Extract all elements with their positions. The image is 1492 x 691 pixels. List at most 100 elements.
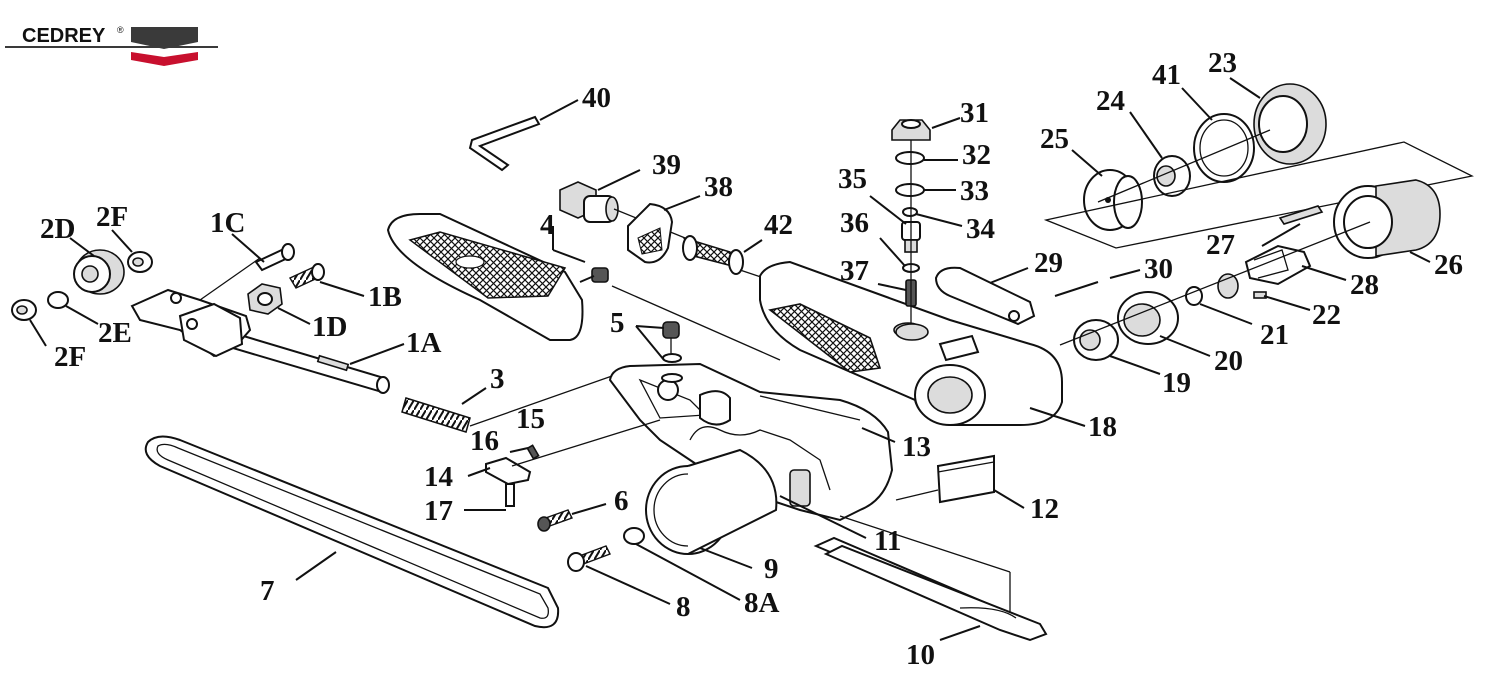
part-27-vane <box>1278 205 1324 225</box>
label-23: 23 <box>1208 47 1237 79</box>
label-5: 5 <box>610 307 625 339</box>
part-12-pad <box>936 454 995 504</box>
label-1D: 1D <box>312 311 347 343</box>
brand-chevron-red <box>131 52 198 66</box>
label-30: 30 <box>1144 253 1173 285</box>
part-8A-washer <box>623 527 645 545</box>
part-1A-shaft <box>224 330 390 394</box>
brand-registered-mark: ® <box>117 25 124 35</box>
part-18-arm-casing <box>759 260 1063 426</box>
part-23-ring-nut <box>1253 83 1327 165</box>
label-37: 37 <box>840 255 869 287</box>
label-1B: 1B <box>368 281 402 313</box>
part-32-oring <box>895 151 925 165</box>
part-28-rotor <box>1244 244 1312 286</box>
part-34-washer <box>902 207 918 217</box>
part-1B-bolt <box>288 263 325 289</box>
label-2E: 2E <box>98 317 132 349</box>
part-2F-bearing-bottom <box>11 299 37 321</box>
part-33-oring <box>895 183 925 197</box>
label-21: 21 <box>1260 319 1289 351</box>
label-17: 17 <box>424 495 453 527</box>
label-36: 36 <box>840 207 869 239</box>
label-38: 38 <box>704 171 733 203</box>
label-9: 9 <box>764 553 779 585</box>
label-32: 32 <box>962 139 991 171</box>
label-7: 7 <box>260 575 275 607</box>
part-2E-washer <box>47 291 69 309</box>
part-15-pin <box>526 444 540 460</box>
label-34: 34 <box>966 213 995 245</box>
label-28: 28 <box>1350 269 1379 301</box>
label-2D: 2D <box>40 213 75 245</box>
part-14-latch <box>485 456 532 486</box>
part-2F-bearing-top <box>127 251 153 273</box>
part-38-filter-plate <box>627 202 674 264</box>
label-16: 16 <box>470 425 499 457</box>
part-24-bearing <box>1153 155 1191 197</box>
part-40-hex-key <box>468 115 541 172</box>
part-4-screw <box>579 267 609 283</box>
label-19: 19 <box>1162 367 1191 399</box>
label-10: 10 <box>906 639 935 671</box>
part-3-spring <box>401 397 471 433</box>
part-17-pin <box>505 483 515 507</box>
label-25: 25 <box>1040 123 1069 155</box>
part-1-bracket <box>130 288 252 358</box>
label-22: 22 <box>1312 299 1341 331</box>
part-4-top-cover <box>386 213 584 341</box>
label-3: 3 <box>490 363 505 395</box>
part-21-spacer <box>1185 273 1239 306</box>
part-19-bearing <box>1073 319 1119 361</box>
label-41: 41 <box>1152 59 1181 91</box>
part-22-key <box>1253 291 1267 299</box>
label-20: 20 <box>1214 345 1243 377</box>
part-6-screw <box>537 509 573 532</box>
label-1A: 1A <box>406 327 442 359</box>
label-4: 4 <box>540 209 555 241</box>
brand-logo: CEDREY ® <box>5 25 218 66</box>
part-39-fitting <box>559 181 619 223</box>
label-42: 42 <box>764 209 793 241</box>
label-2F-top: 2F <box>96 201 128 233</box>
part-42-screen <box>682 235 744 275</box>
part-20-bearing-plate <box>1117 291 1179 345</box>
part-9-drum <box>645 448 778 555</box>
label-8: 8 <box>676 591 691 623</box>
part-30-pin <box>1054 281 1099 297</box>
label-14: 14 <box>424 461 453 493</box>
part-41-oring <box>1193 113 1255 183</box>
part-7-sanding-belt <box>144 435 560 629</box>
label-35: 35 <box>838 163 867 195</box>
label-26: 26 <box>1434 249 1463 281</box>
label-29: 29 <box>1034 247 1063 279</box>
part-25-rotor-disc <box>1083 169 1143 231</box>
part-29-lever <box>934 266 1036 326</box>
label-31: 31 <box>960 97 989 129</box>
label-24: 24 <box>1096 85 1125 117</box>
part-31-cap <box>891 119 931 141</box>
part-13-housing <box>608 362 894 522</box>
label-40: 40 <box>582 82 611 114</box>
label-18: 18 <box>1088 411 1117 443</box>
valve-seat <box>895 323 929 341</box>
label-1C: 1C <box>210 207 245 239</box>
label-33: 33 <box>960 175 989 207</box>
part-8-screw <box>567 545 611 572</box>
label-27: 27 <box>1206 229 1235 261</box>
label-11: 11 <box>874 525 901 557</box>
part-1D-nut <box>247 283 283 315</box>
brand-chevron-dark <box>131 27 198 49</box>
part-1C-bolt <box>254 243 295 272</box>
part-2D-pulley <box>73 249 125 295</box>
label-6: 6 <box>614 485 629 517</box>
label-2F-bottom: 2F <box>54 341 86 373</box>
brand-name: CEDREY <box>22 25 106 47</box>
label-8A: 8A <box>744 587 780 619</box>
label-13: 13 <box>902 431 931 463</box>
part-26-cylinder <box>1333 179 1441 259</box>
label-15: 15 <box>516 403 545 435</box>
label-39: 39 <box>652 149 681 181</box>
part-labels: 40 39 38 4 42 5 1C 1B 1D 1A 3 2D 2F 2E 2… <box>40 47 1463 671</box>
